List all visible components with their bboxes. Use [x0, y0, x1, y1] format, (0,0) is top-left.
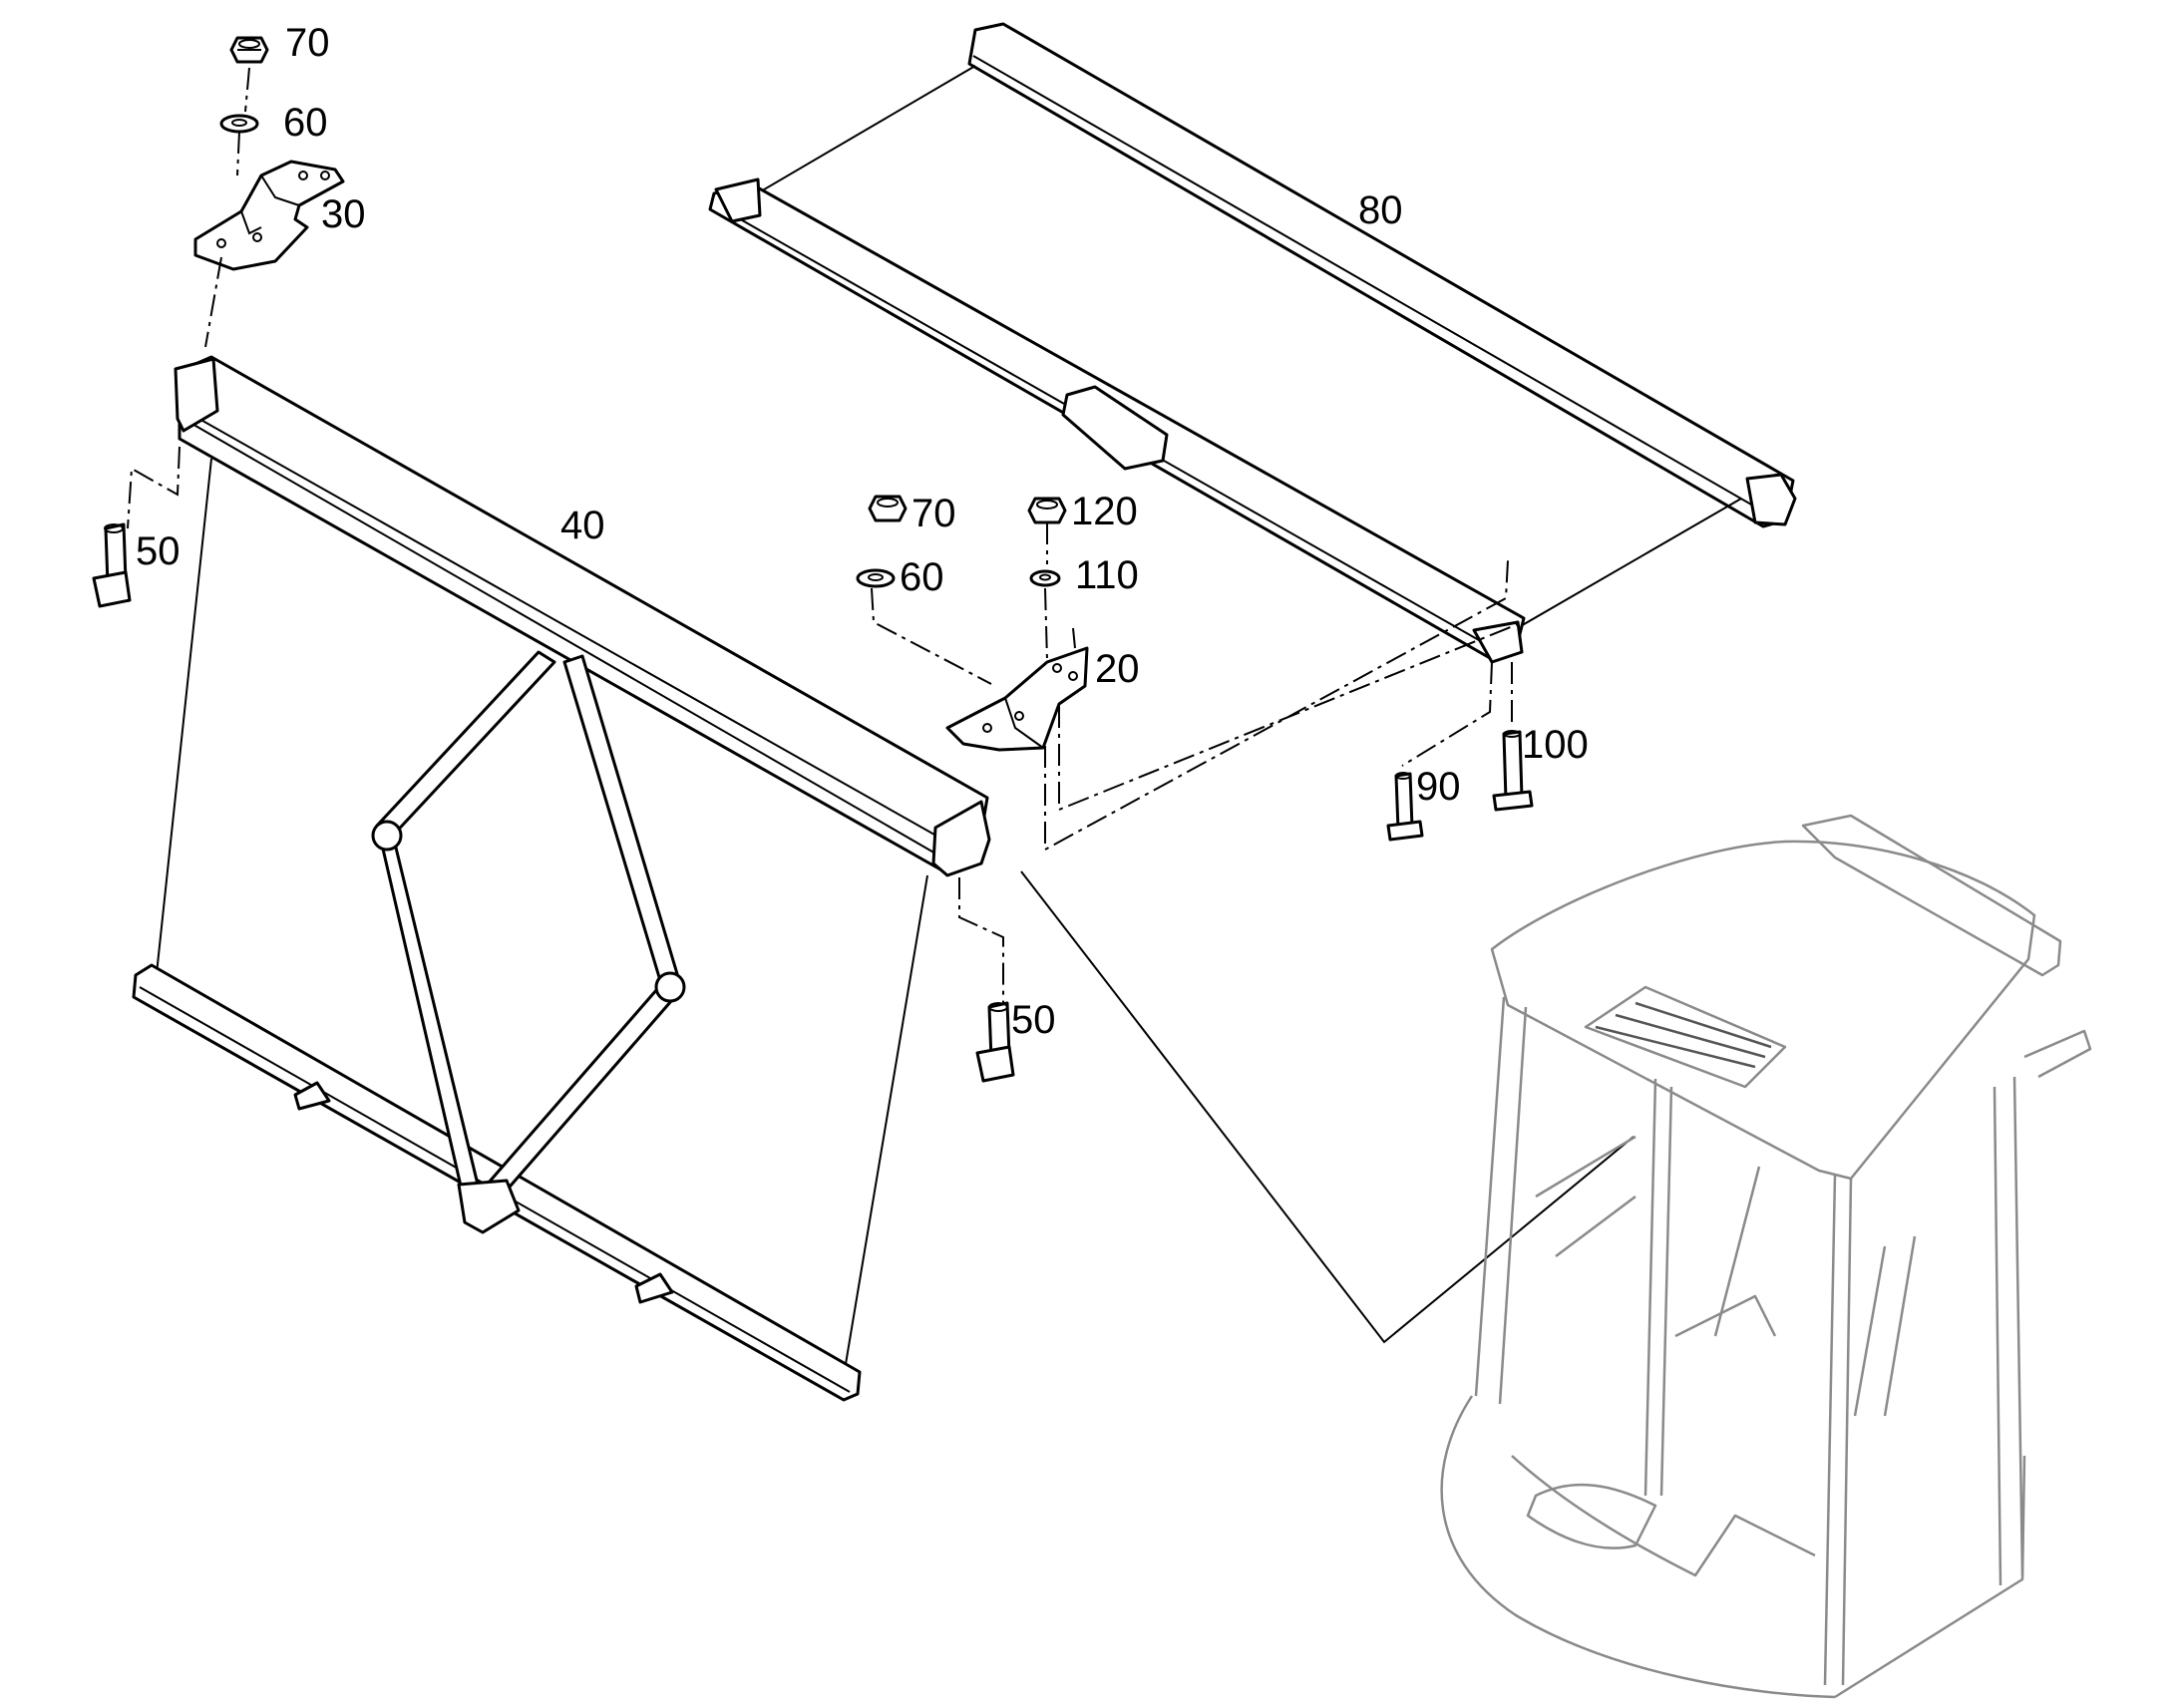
- callout-60-left: 60: [283, 101, 328, 145]
- part-40-roller-blind: [132, 355, 991, 1402]
- part-20-bracket: [945, 646, 1089, 752]
- cab-frame: [1440, 814, 2092, 1699]
- callout-20: 20: [1095, 647, 1140, 691]
- callout-50-left: 50: [136, 529, 181, 573]
- callout-90: 90: [1416, 765, 1461, 809]
- part-80-roller-bar: [708, 22, 1797, 664]
- part-110-washer: [1029, 569, 1061, 587]
- part-100-pin: [1492, 730, 1534, 812]
- part-50-bolt-right: [975, 1001, 1015, 1083]
- part-50-bolt-left: [92, 522, 132, 608]
- part-90-pin: [1386, 772, 1424, 842]
- callout-40: 40: [560, 504, 605, 547]
- part-60-washer-left: [219, 114, 259, 134]
- callout-110: 110: [1075, 553, 1139, 597]
- callout-120: 120: [1071, 490, 1138, 533]
- callout-70-left: 70: [285, 21, 330, 65]
- part-60-washer-right: [856, 568, 896, 588]
- part-70-nut-left: [229, 36, 269, 64]
- callout-30: 30: [321, 192, 366, 236]
- callout-50-right: 50: [1011, 998, 1056, 1042]
- callout-100: 100: [1522, 723, 1589, 767]
- part-120-nut: [1027, 497, 1067, 524]
- callout-60-right: 60: [900, 555, 944, 599]
- callout-70-right: 70: [911, 492, 956, 535]
- callout-labels: 70 60 30 50 40 80 70 60 120 110 20 100 9…: [136, 21, 1589, 1042]
- part-70-nut-right: [868, 495, 908, 522]
- part-30-bracket: [193, 160, 345, 271]
- callout-80: 80: [1358, 188, 1403, 232]
